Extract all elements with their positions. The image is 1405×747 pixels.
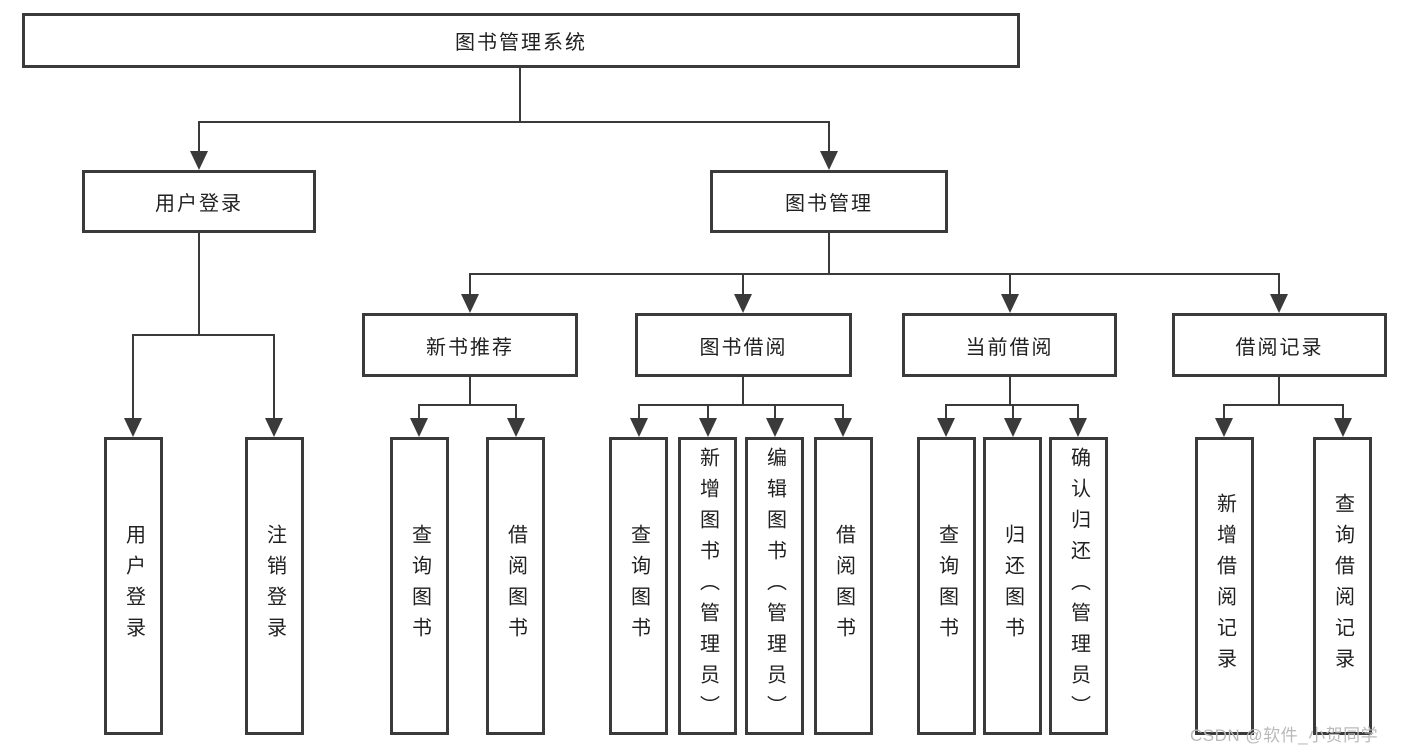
- arrow-down-icon: [124, 418, 142, 437]
- connector-drop: [1077, 404, 1079, 420]
- node-new-book-recommendation: 新书推荐: [362, 313, 578, 377]
- connector-drop: [774, 404, 776, 420]
- connector-drop-leaf-user-login: [132, 334, 134, 419]
- connector-book-management-crossbar: [469, 273, 1280, 275]
- arrow-down-icon: [461, 294, 479, 313]
- node-borrowing-records: 借阅记录: [1172, 313, 1387, 377]
- arrow-down-icon: [1215, 418, 1233, 437]
- leaf-query-books: 查询图书: [917, 437, 976, 735]
- connector-user-login-stem: [198, 233, 200, 336]
- connector-drop-book-management: [828, 121, 830, 154]
- connector-drop: [842, 404, 844, 420]
- connector-drop-borrowing-records: [1278, 273, 1280, 295]
- leaf-query-books: 查询图书: [390, 437, 449, 735]
- arrow-down-icon: [507, 418, 525, 437]
- leaf-add-borrow-record: 新增借阅记录: [1195, 437, 1254, 735]
- connector-root-crossbar: [198, 121, 830, 123]
- arrow-down-icon: [1334, 418, 1352, 437]
- connector-drop: [945, 404, 947, 420]
- leaf-query-books: 查询图书: [609, 437, 668, 735]
- arrow-down-icon: [834, 418, 852, 437]
- connector-drop-new-book: [469, 273, 471, 295]
- arrow-down-icon: [820, 151, 838, 170]
- arrow-down-icon: [1069, 418, 1087, 437]
- connector-drop-current-borrowing: [1009, 273, 1011, 295]
- node-current-borrowing: 当前借阅: [902, 313, 1117, 377]
- connector-user-login-crossbar: [132, 334, 275, 336]
- leaf-confirm-return-admin: 确认归还（管理员）: [1049, 437, 1108, 735]
- arrow-down-icon: [190, 151, 208, 170]
- arrow-down-icon: [734, 294, 752, 313]
- connector-new-book-stem: [469, 377, 471, 406]
- leaf-borrow-books: 借阅图书: [814, 437, 873, 735]
- connector-drop: [1223, 404, 1225, 420]
- arrow-down-icon: [630, 418, 648, 437]
- leaf-borrow-books: 借阅图书: [486, 437, 545, 735]
- connector-drop: [707, 404, 709, 420]
- arrow-down-icon: [1270, 294, 1288, 313]
- arrow-down-icon: [766, 418, 784, 437]
- connector-root-stem: [519, 68, 521, 123]
- connector-drop: [418, 404, 420, 420]
- connector-borrowing-records-crossbar: [1223, 404, 1344, 406]
- connector-drop-leaf-logout: [273, 334, 275, 419]
- arrow-down-icon: [410, 418, 428, 437]
- connector-current-borrowing-stem: [1009, 377, 1011, 406]
- node-library-management-system: 图书管理系统: [22, 13, 1020, 68]
- connector-book-management-stem: [828, 233, 830, 275]
- arrow-down-icon: [1004, 418, 1022, 437]
- connector-drop: [515, 404, 517, 420]
- connector-drop: [1012, 404, 1014, 420]
- node-book-borrowing: 图书借阅: [635, 313, 852, 377]
- leaf-query-borrow-record: 查询借阅记录: [1313, 437, 1372, 735]
- leaf-return-books: 归还图书: [983, 437, 1042, 735]
- connector-book-borrowing-stem: [742, 377, 744, 406]
- connector-drop-book-borrowing: [742, 273, 744, 295]
- connector-book-borrowing-crossbar: [638, 404, 844, 406]
- leaf-user-login: 用户登录: [104, 437, 163, 735]
- leaf-add-books-admin: 新增图书（管理员）: [678, 437, 737, 735]
- leaf-edit-books-admin: 编辑图书（管理员）: [745, 437, 804, 735]
- leaf-logout: 注销登录: [245, 437, 304, 735]
- connector-drop: [1342, 404, 1344, 420]
- arrow-down-icon: [265, 418, 283, 437]
- connector-drop: [638, 404, 640, 420]
- connector-drop-user-login: [198, 121, 200, 154]
- arrow-down-icon: [1001, 294, 1019, 313]
- arrow-down-icon: [937, 418, 955, 437]
- node-user-login: 用户登录: [82, 170, 316, 233]
- connector-borrowing-records-stem: [1278, 377, 1280, 406]
- arrow-down-icon: [699, 418, 717, 437]
- csdn-watermark: CSDN @软件_小贺同学: [1190, 726, 1379, 745]
- node-book-management: 图书管理: [710, 170, 948, 233]
- connector-new-book-crossbar: [418, 404, 517, 406]
